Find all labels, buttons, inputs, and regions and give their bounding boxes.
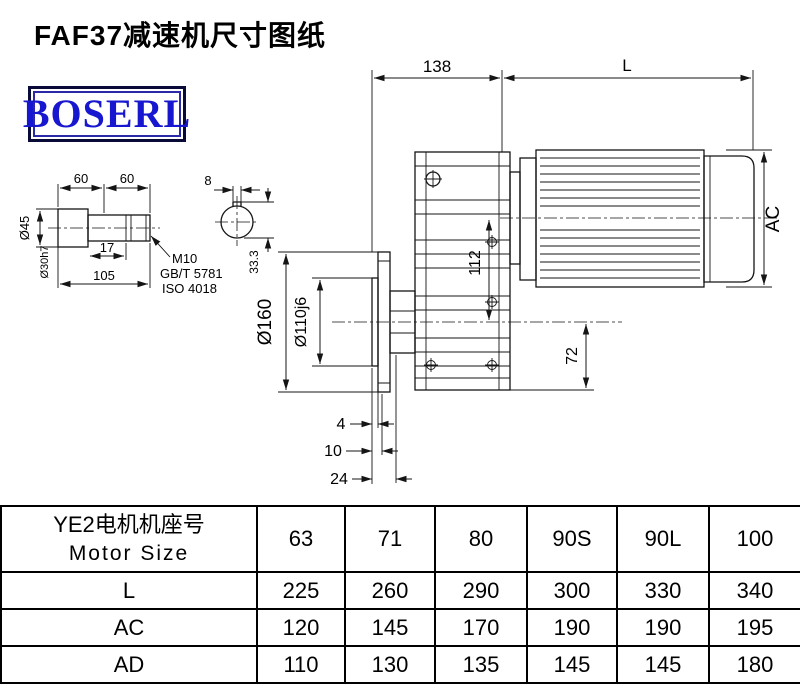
table-cell: 225: [256, 571, 346, 610]
table-cell: 290: [434, 571, 528, 610]
output-flange: [371, 251, 416, 393]
housing-edges: [415, 152, 510, 390]
flange-hub: [389, 290, 416, 354]
shaft-groove: [125, 215, 147, 241]
table-cell: 180: [708, 645, 800, 684]
col-header-100: 100: [708, 505, 800, 573]
col-header-90L: 90L: [616, 505, 710, 573]
table-cell: 190: [526, 608, 618, 647]
col-header-71: 71: [344, 505, 436, 573]
motor-flange: [519, 157, 537, 281]
motor-dimension-table: YE2电机机座号 Motor Size 63 71 80 90S 90L 100…: [0, 505, 800, 684]
m10-label: M10: [172, 251, 197, 266]
dim-45-label: Ø45: [17, 216, 32, 241]
motor-size-header-cell: YE2电机机座号 Motor Size: [0, 505, 258, 573]
table-cell: 260: [344, 571, 436, 610]
table-cell: 170: [434, 608, 528, 647]
dim-L-label: L: [622, 56, 631, 75]
dim-17-label: 17: [100, 240, 114, 255]
table-row-AC: AC 120 145 170 190 190 195: [0, 608, 800, 647]
col-header-90S: 90S: [526, 505, 618, 573]
fan-cowl: [703, 155, 755, 283]
iso-standard-label: ISO 4018: [162, 281, 217, 296]
table-cell: 145: [526, 645, 618, 684]
table-header-row: YE2电机机座号 Motor Size 63 71 80 90S 90L 100: [0, 505, 800, 573]
motor-fins: [540, 157, 700, 279]
dim-10-label: 10: [324, 443, 342, 460]
m10-leader-line: [150, 235, 171, 258]
page-title: FAF37减速机尺寸图纸: [34, 20, 327, 51]
shaft-step-30: [87, 214, 151, 242]
dim-24-label: 24: [330, 471, 348, 488]
motor-size-header-en: Motor Size: [68, 541, 190, 565]
dim-112-label: 112: [467, 250, 484, 276]
boserl-logo: BOSERL: [23, 86, 190, 142]
col-header-80: 80: [434, 505, 528, 573]
boserl-logo-text: BOSERL: [22, 91, 192, 136]
table-row-L: L 225 260 290 300 330 340: [0, 571, 800, 610]
motor-size-header-cn: YE2电机机座号: [53, 512, 205, 538]
dim-110-label: Ø110j6: [293, 297, 310, 348]
table-cell: 135: [434, 645, 528, 684]
dimension-lines: [36, 74, 768, 483]
table-cell: 145: [616, 645, 710, 684]
motor-body: [535, 149, 705, 288]
bore-circle: [220, 205, 254, 239]
gbt-standard-label: GB/T 5781: [160, 266, 223, 281]
dim-105-label: 105: [93, 268, 115, 283]
technical-drawing: 138 L AC Ø160 Ø110j6 112 72 4 10 24 60 6…: [17, 56, 784, 488]
table-cell: 190: [616, 608, 710, 647]
row-label-AC: AC: [0, 608, 258, 647]
dim-AC-label: AC: [763, 206, 784, 232]
dim-8-label: 8: [204, 173, 211, 188]
table-cell: 340: [708, 571, 800, 610]
dim-333-label: 33.3: [247, 250, 261, 274]
row-label-AD: AD: [0, 645, 258, 684]
dim-30-label: Ø30h7: [39, 245, 51, 278]
dim-60a-label: 60: [74, 171, 88, 186]
gearbox-housing: [414, 151, 511, 391]
dim-4-label: 4: [337, 416, 346, 433]
table-cell: 130: [344, 645, 436, 684]
table-cell: 195: [708, 608, 800, 647]
row-label-L: L: [0, 571, 258, 610]
table-cell: 120: [256, 608, 346, 647]
dim-138-label: 138: [423, 57, 451, 76]
shaft-detail: [57, 208, 151, 248]
table-cell: 110: [256, 645, 346, 684]
housing-outline: [414, 151, 511, 391]
dim-60b-label: 60: [120, 171, 134, 186]
extension-lines-main: [278, 70, 772, 484]
housing-ribs: [415, 199, 510, 379]
col-header-63: 63: [256, 505, 346, 573]
extension-lines-details: [36, 184, 274, 288]
table-cell: 145: [344, 608, 436, 647]
dim-72-label: 72: [564, 347, 581, 365]
table-cell: 330: [616, 571, 710, 610]
centerlines: [48, 196, 778, 323]
dim-160-label: Ø160: [255, 299, 276, 345]
table-cell: 300: [526, 571, 618, 610]
table-row-AD: AD 110 130 135 145 145 180: [0, 645, 800, 684]
flange-details: [378, 260, 415, 384]
motor: [509, 149, 755, 288]
